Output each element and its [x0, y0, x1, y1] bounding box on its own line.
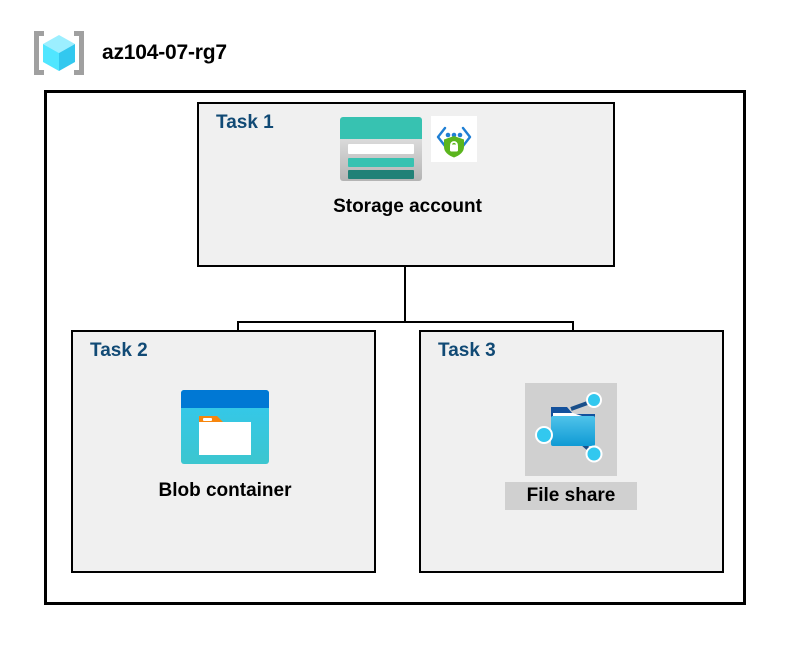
resource-group-icon [30, 27, 88, 79]
task-3-label: Task 3 [438, 340, 496, 361]
node-storage-account[interactable]: Storage account [255, 116, 560, 221]
node-blob-container[interactable]: Blob container [120, 388, 330, 505]
connector-horizontal-bus [237, 321, 574, 323]
resource-group-title: az104-07-rg7 [102, 41, 227, 64]
node-file-share[interactable]: File share [460, 383, 682, 510]
task-2-label: Task 2 [90, 340, 148, 361]
file-share-caption: File share [504, 482, 638, 510]
storage-account-caption: Storage account [333, 196, 482, 217]
blob-container-caption: Blob container [158, 480, 292, 501]
connector-storage-stem [404, 238, 406, 323]
secure-endpoint-shield-icon [430, 116, 477, 167]
blob-container-icon [179, 388, 271, 471]
task-1-label: Task 1 [216, 112, 274, 133]
resource-group-boundary [44, 90, 746, 605]
file-share-icon [525, 383, 617, 476]
storage-account-icon [339, 116, 423, 187]
resource-group-header: az104-07-rg7 [30, 27, 227, 79]
storage-account-icon-group [339, 116, 477, 187]
